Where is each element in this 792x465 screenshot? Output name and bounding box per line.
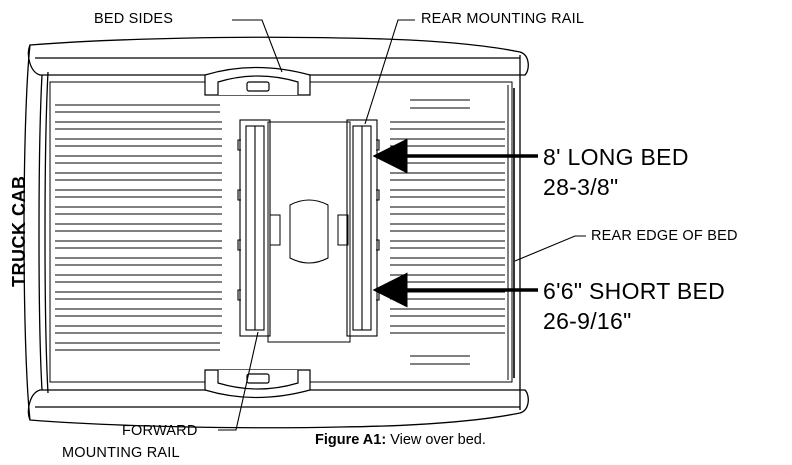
short-bed-dimension: 26-9/16": [543, 308, 632, 334]
caption-text: View over bed.: [386, 432, 486, 448]
dimension-arrows: [372, 138, 538, 308]
centre-floor: [267, 121, 351, 343]
bed-ribs-left: [55, 104, 222, 351]
rear-edge-label: REAR EDGE OF BED: [591, 228, 738, 244]
rear-mounting-rail: [346, 119, 380, 337]
forward-mounting-rail: [237, 119, 271, 337]
callout-leaders: [218, 19, 586, 431]
bed-floor: [49, 81, 515, 383]
short-bed-label: 6'6" SHORT BED: [543, 278, 726, 304]
long-bed-label: 8' LONG BED: [543, 144, 689, 170]
bed-sides-leader: [232, 19, 283, 73]
forward-rail-leader: [218, 331, 259, 431]
caption-label: Figure A1:: [315, 432, 387, 448]
truck-cab-label: TRUCK CAB: [9, 175, 29, 288]
rear-edge-leader: [514, 235, 586, 262]
truck-body-outline: [23, 36, 529, 429]
long-bed-dimension: 28-3/8": [543, 174, 619, 200]
forward-rail-label-line1: FORWARD: [122, 423, 198, 439]
bed-ribs-right: [390, 99, 505, 365]
forward-rail-label-line2: MOUNTING RAIL: [62, 445, 180, 461]
bed-sides-label: BED SIDES: [94, 11, 174, 27]
rear-mounting-rail-label: REAR MOUNTING RAIL: [421, 11, 585, 27]
rear-rail-leader: [364, 19, 415, 125]
figure-caption: Figure A1: View over bed.: [315, 433, 486, 448]
wheel-wells: [204, 66, 311, 399]
